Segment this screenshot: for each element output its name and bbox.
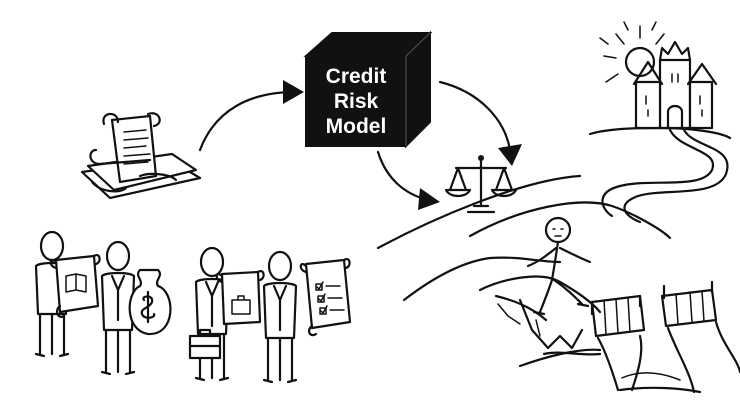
balance-scale-icon [444, 155, 518, 214]
canyon [518, 320, 740, 394]
castle-icon [588, 40, 732, 140]
arrow-to-scale-left [376, 150, 440, 210]
model-label-line1: Credit [326, 65, 387, 88]
person-with-briefcase [188, 246, 265, 382]
arrow-to-model [198, 80, 304, 152]
credit-risk-model-box: Credit Risk Model [303, 30, 433, 149]
walking-person [526, 216, 592, 316]
broken-bridge-left [590, 294, 646, 338]
scroll-stack-icon [80, 112, 202, 200]
model-label-line2: Risk [334, 90, 379, 113]
arrow-to-scale-right [438, 80, 522, 166]
left-cliff [478, 275, 602, 356]
person-with-book [34, 230, 101, 358]
model-label-line3: Model [326, 115, 387, 138]
broken-bridge-right [660, 280, 718, 328]
person-with-checklist [262, 250, 352, 384]
person-with-money-bag [100, 240, 172, 376]
winding-path [601, 128, 729, 224]
hill-lines [376, 174, 672, 302]
